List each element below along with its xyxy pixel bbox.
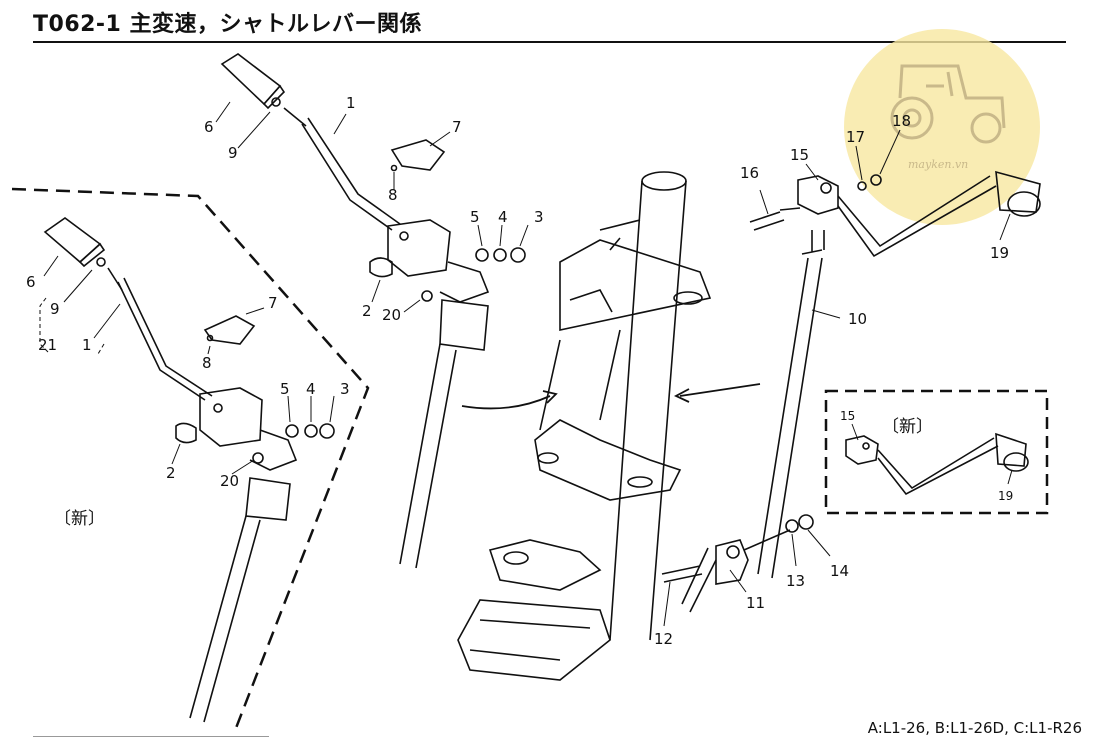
callout-2-left: 2 [166, 464, 176, 482]
tractor-icon [890, 64, 1006, 144]
callout-21-left: 21 [38, 336, 57, 354]
callout-10: 10 [848, 310, 867, 328]
callout-9-left: 9 [50, 300, 60, 318]
callout-8-center: 8 [388, 186, 398, 204]
variant-a-code: A [867, 719, 878, 737]
center-assembly [220, 53, 526, 569]
callout-7-left: 7 [268, 294, 278, 312]
callout-17: 17 [846, 128, 865, 146]
callout-7-center: 7 [452, 118, 462, 136]
callout-5-left: 5 [280, 380, 290, 398]
left-assembly [43, 217, 335, 723]
callout-4-left: 4 [306, 380, 316, 398]
callout-18: 18 [892, 112, 911, 130]
callout-15-inset: 15 [840, 409, 855, 423]
callout-8-left: 8 [202, 354, 212, 372]
callout-3-center: 3 [534, 208, 544, 226]
leader-lines [43, 101, 1013, 627]
callout-labels: 6 9 21 1 7 8 5 4 3 2 20 6 9 1 7 8 5 4 3 … [26, 94, 1013, 648]
callout-20-center: 20 [382, 306, 401, 324]
watermark: mayken.vn [844, 29, 1040, 225]
inset-new-boundary [824, 389, 1049, 515]
callout-12: 12 [654, 630, 673, 648]
watermark-text: mayken.vn [908, 158, 968, 171]
callout-6-center: 6 [204, 118, 214, 136]
right-assembly [661, 170, 1041, 613]
callout-21-bracket [39, 297, 105, 355]
callout-9-center: 9 [228, 144, 238, 162]
callout-6-left: 6 [26, 273, 36, 291]
assembly-arrows [461, 383, 761, 410]
variant-c-code: C [1013, 719, 1025, 737]
callout-1-center: 1 [346, 94, 356, 112]
callout-4-center: 4 [498, 208, 508, 226]
new-label-left: 〔新〕 [54, 509, 105, 529]
variant-a-text: L1-26 [882, 719, 926, 737]
callout-1-left: 1 [82, 336, 92, 354]
callout-2-center: 2 [362, 302, 372, 320]
steering-column [457, 171, 712, 681]
model-variants-footer: A:L1-26, B:L1-26D, C:L1-R26 [867, 719, 1082, 737]
callout-3-left: 3 [340, 380, 350, 398]
variant-c-text: L1-R26 [1029, 719, 1082, 737]
callout-11: 11 [746, 594, 765, 612]
callout-13: 13 [786, 572, 805, 590]
title-underline [33, 41, 1066, 43]
variant-b-code: B [934, 719, 946, 737]
bottom-rule [33, 736, 269, 737]
callout-19: 19 [990, 244, 1009, 262]
left-assembly-boundary [11, 187, 370, 729]
inset-new-lever [845, 432, 1029, 496]
callout-19-inset: 19 [998, 489, 1013, 503]
variant-b-text: L1-26D [950, 719, 1005, 737]
callout-20-left: 20 [220, 472, 239, 490]
callout-15: 15 [790, 146, 809, 164]
page-title: T062-1 主変速，シャトルレバー関係 [33, 12, 423, 37]
callout-14: 14 [830, 562, 849, 580]
new-label-inset: 〔新〕 [882, 417, 933, 437]
callout-16: 16 [740, 164, 759, 182]
callout-5-center: 5 [470, 208, 480, 226]
watermark-circle [844, 29, 1040, 225]
